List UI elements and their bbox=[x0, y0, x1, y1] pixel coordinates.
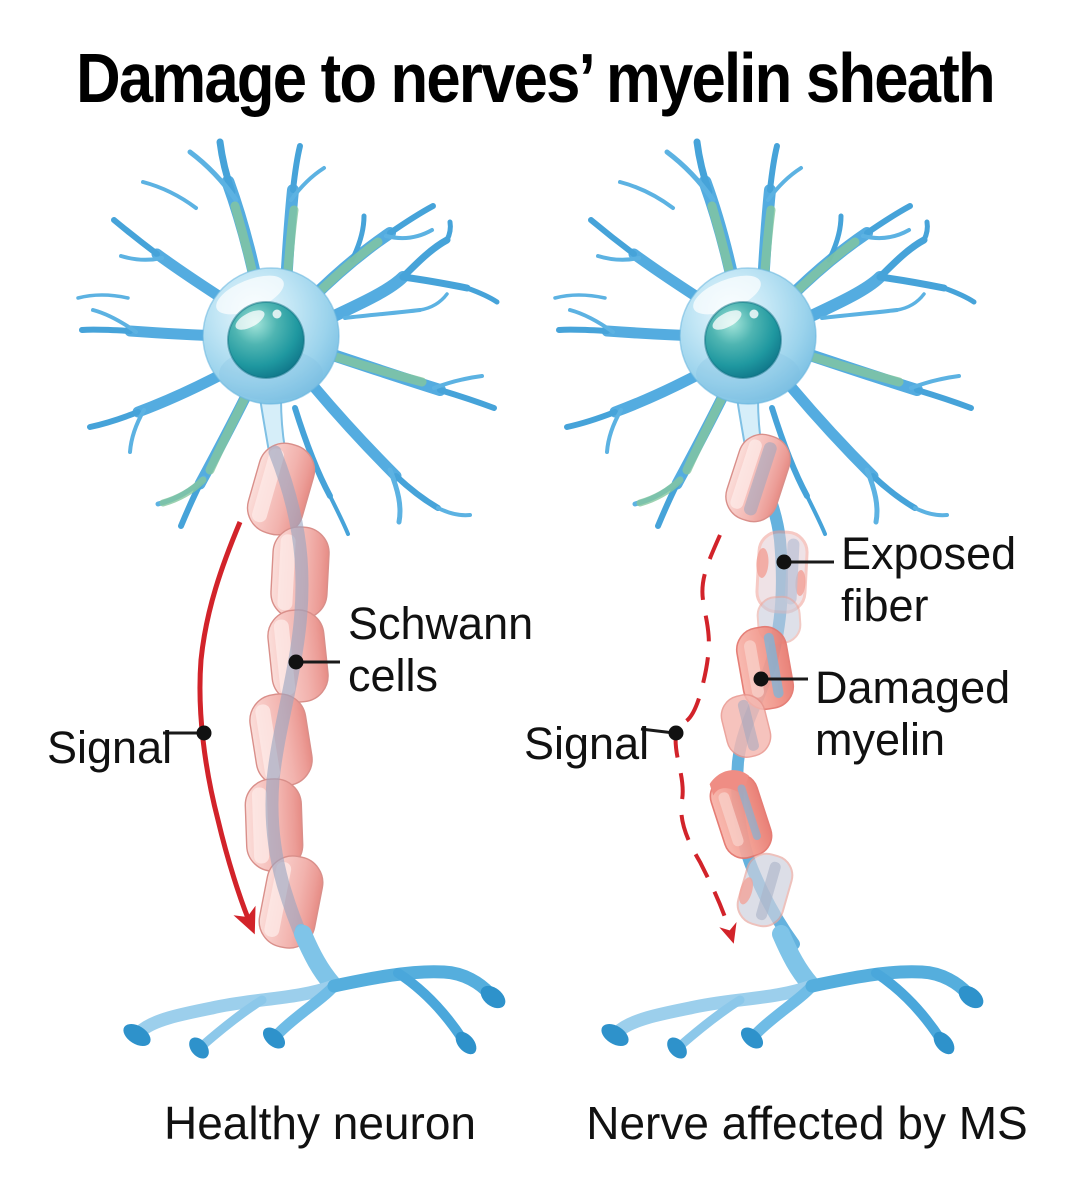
axon-fiber bbox=[265, 445, 311, 949]
healthy-neuron-illustration bbox=[78, 142, 510, 1062]
damaged-myelin-sheath bbox=[709, 433, 809, 928]
caption-healthy-neuron: Healthy neuron bbox=[164, 1097, 476, 1149]
leader-schwann-cells bbox=[288, 654, 340, 670]
myelin-sheath-healthy bbox=[244, 442, 330, 949]
leader-signal-left bbox=[163, 725, 212, 741]
broken-myelin-piece bbox=[709, 770, 773, 859]
signal-label-ms: Signal bbox=[524, 718, 650, 769]
leader-signal-right bbox=[640, 725, 684, 741]
caption-nerve-affected-by-ms: Nerve affected by MS bbox=[586, 1097, 1028, 1149]
leader-damaged-myelin bbox=[753, 671, 808, 687]
signal-arrow-healthy bbox=[197, 521, 256, 935]
ms-neuron-illustration bbox=[555, 142, 988, 1062]
signal-arrow-ms bbox=[673, 534, 737, 944]
exposed-fiber-label: Exposed fiber bbox=[841, 528, 1017, 631]
damaged-myelin-label: Damaged myelin bbox=[815, 662, 1011, 765]
leader-exposed-fiber bbox=[776, 554, 834, 570]
schwann-cells-label: Schwann cells bbox=[348, 598, 534, 701]
damaged-myelin-segment bbox=[735, 625, 795, 711]
exposed-fiber-segment bbox=[755, 530, 809, 614]
page-title: Damage to nerves’ myelin sheath bbox=[76, 39, 996, 117]
signal-label-healthy: Signal bbox=[47, 722, 173, 773]
